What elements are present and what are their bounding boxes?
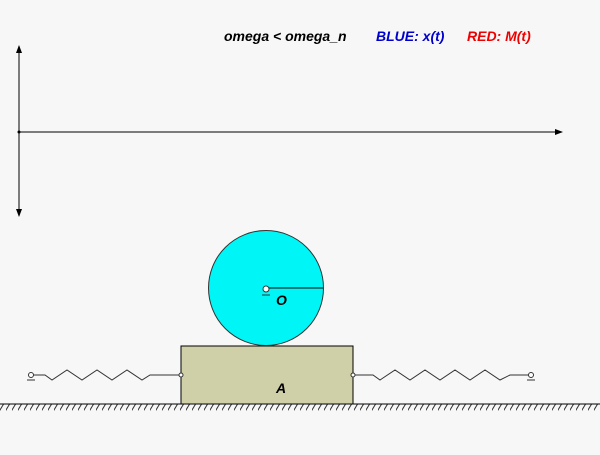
- pivot-icon: [262, 285, 270, 296]
- plot-axes: [16, 45, 563, 217]
- block-label: A: [275, 380, 286, 396]
- block-a[interactable]: [180, 345, 354, 405]
- left-spring-joint: [178, 372, 184, 378]
- red-legend: RED: M(t): [467, 28, 531, 44]
- origin-dot: [17, 130, 21, 134]
- disk-label: O: [276, 292, 287, 308]
- right-spring-joint: [350, 372, 356, 378]
- left-spring: [31, 369, 181, 381]
- left-anchor-icon: [27, 372, 35, 381]
- blue-legend: BLUE: x(t): [376, 28, 445, 44]
- ground: [0, 403, 600, 420]
- right-spring: [353, 369, 531, 381]
- condition-label: omega < omega_n: [224, 28, 347, 44]
- right-anchor-icon: [527, 372, 535, 381]
